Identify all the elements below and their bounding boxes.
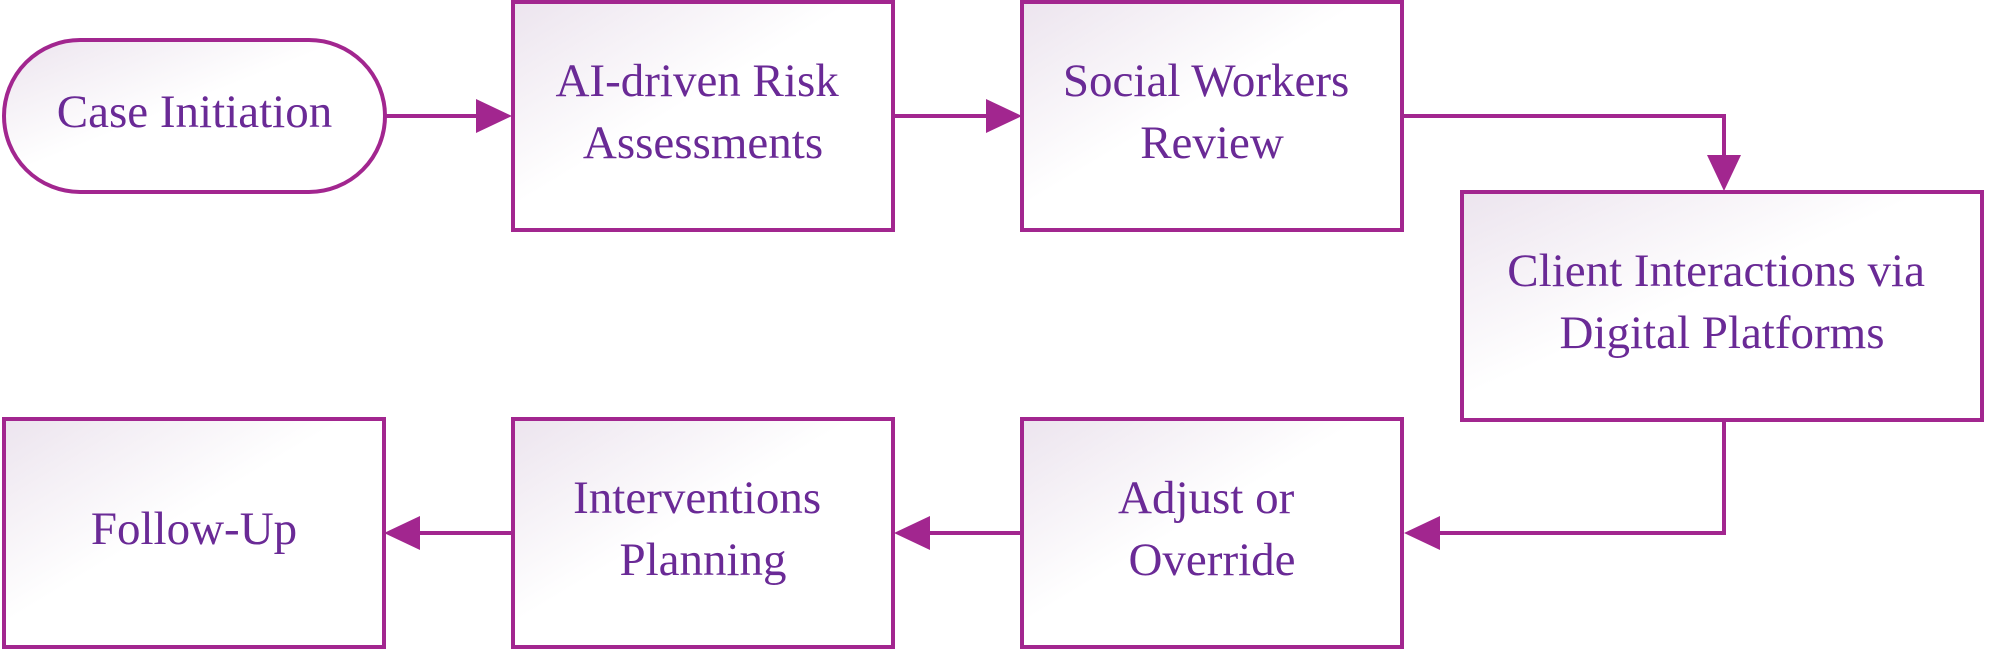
node-interventions-planning: Interventions Planning <box>511 417 895 649</box>
node-ai-risk-assessments-line-2: Assessments <box>583 117 823 169</box>
node-social-workers-review: Social Workers Review <box>1020 0 1404 232</box>
node-ai-risk-assessments-label: AI-driven Risk Assessments <box>555 55 850 169</box>
node-ai-risk-assessments-line-1: AI-driven Risk <box>555 55 839 107</box>
arrow-adjust-override-to-interventions <box>894 516 1022 550</box>
node-client-interactions-line-1: Client Interactions via <box>1507 245 1925 297</box>
node-interventions-planning-label: Interventions Planning <box>573 472 833 586</box>
node-client-interactions: Client Interactions via Digital Platform… <box>1460 190 1984 422</box>
arrow-client-interactions-to-adjust-override <box>1404 420 1726 550</box>
node-case-initiation: Case Initiation <box>2 38 387 194</box>
node-interventions-planning-line-2: Planning <box>619 534 786 586</box>
node-follow-up-label: Follow-Up <box>91 503 297 555</box>
node-follow-up: Follow-Up <box>2 417 386 649</box>
node-adjust-or-override-line-1: Adjust or <box>1118 472 1295 524</box>
node-ai-risk-assessments: AI-driven Risk Assessments <box>511 0 895 232</box>
node-client-interactions-label: Client Interactions via Digital Platform… <box>1507 245 1936 359</box>
node-client-interactions-line-2: Digital Platforms <box>1559 307 1884 359</box>
node-case-initiation-line-1: Case Initiation <box>57 86 332 138</box>
node-social-workers-review-label: Social Workers Review <box>1063 55 1361 169</box>
node-interventions-planning-line-1: Interventions <box>573 472 821 524</box>
node-social-workers-review-line-1: Social Workers <box>1063 55 1349 107</box>
node-adjust-or-override: Adjust or Override <box>1020 417 1404 649</box>
connectors <box>384 99 1741 550</box>
node-follow-up-line-1: Follow-Up <box>91 503 297 555</box>
node-social-workers-review-line-2: Review <box>1140 117 1284 169</box>
node-case-initiation-label: Case Initiation <box>57 86 332 138</box>
arrow-case-initiation-to-ai-risk <box>385 99 512 133</box>
arrow-ai-risk-to-social-review <box>893 99 1022 133</box>
arrow-social-review-to-client-interactions <box>1402 114 1741 191</box>
node-adjust-or-override-label: Adjust or Override <box>1118 472 1306 586</box>
node-adjust-or-override-line-2: Override <box>1128 534 1295 586</box>
arrow-interventions-to-follow-up <box>384 516 512 550</box>
